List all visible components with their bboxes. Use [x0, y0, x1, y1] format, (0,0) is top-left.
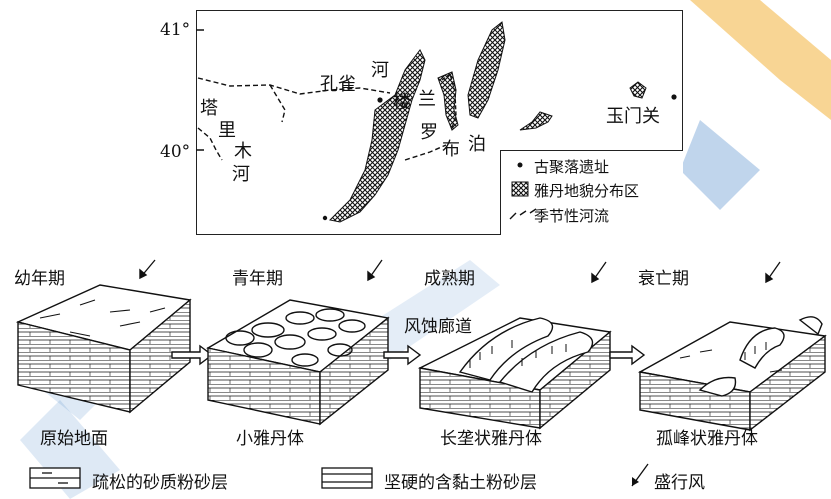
legend-prevailing-wind: 盛行风	[654, 473, 705, 493]
block-original-ground	[15, 259, 192, 414]
latitude-41-label: 41°	[160, 20, 191, 40]
label-ta: 塔	[200, 98, 218, 119]
caption-small-yardang: 小雅丹体	[236, 429, 304, 449]
legend-seasonal-river: 季节性河流	[534, 207, 610, 225]
label-lou: 楼	[393, 92, 411, 113]
caption-long-ridge-yardang: 长垄状雅丹体	[440, 429, 542, 449]
label-kongque: 孔雀	[320, 74, 356, 95]
legend-hard-layer: 坚硬的含黏土粉砂层	[384, 473, 537, 493]
legend-loose-layer: 疏松的砂质粉砂层	[92, 473, 228, 493]
legend-ancient-site: 古聚落遗址	[534, 158, 610, 176]
stage-youth-early: 幼年期	[14, 269, 65, 289]
site-dot-loulan	[377, 97, 383, 103]
bottom-legend-symbols	[29, 463, 649, 489]
label-lan: 兰	[418, 89, 436, 110]
legend-yardang-area: 雅丹地貌分布区	[534, 182, 640, 200]
map-legend	[500, 150, 683, 235]
label-po: 泊	[468, 134, 486, 155]
stage-decline: 衰亡期	[638, 269, 689, 289]
stage-youth: 青年期	[232, 269, 283, 289]
label-he2: 河	[232, 164, 250, 185]
label-luo: 罗	[420, 122, 438, 143]
latitude-40-label: 40°	[160, 142, 191, 162]
yardang-area-east	[467, 21, 506, 119]
caption-isolated-peak-yardang: 孤峰状雅丹体	[656, 429, 758, 449]
block-long-ridge-yardang	[417, 261, 612, 430]
label-li: 里	[218, 120, 236, 141]
label-yumenguan: 玉门关	[606, 106, 660, 127]
label-mu: 木	[234, 141, 252, 162]
tarim-river	[197, 127, 223, 161]
legend-symbols	[509, 162, 537, 220]
yardang-area-lake	[437, 71, 459, 131]
yardang-area-west	[328, 49, 426, 223]
block-small-yardang	[206, 259, 390, 426]
block-isolated-peak-yardang	[637, 261, 827, 432]
kongque-river	[197, 77, 391, 95]
wind-corridor-label: 风蚀廊道	[404, 317, 472, 337]
caption-original-ground: 原始地面	[40, 429, 108, 449]
label-he: 河	[371, 60, 389, 81]
label-bu: 布	[442, 139, 460, 160]
stage-mature: 成熟期	[424, 269, 475, 289]
site-dot-yumenguan	[671, 94, 677, 100]
